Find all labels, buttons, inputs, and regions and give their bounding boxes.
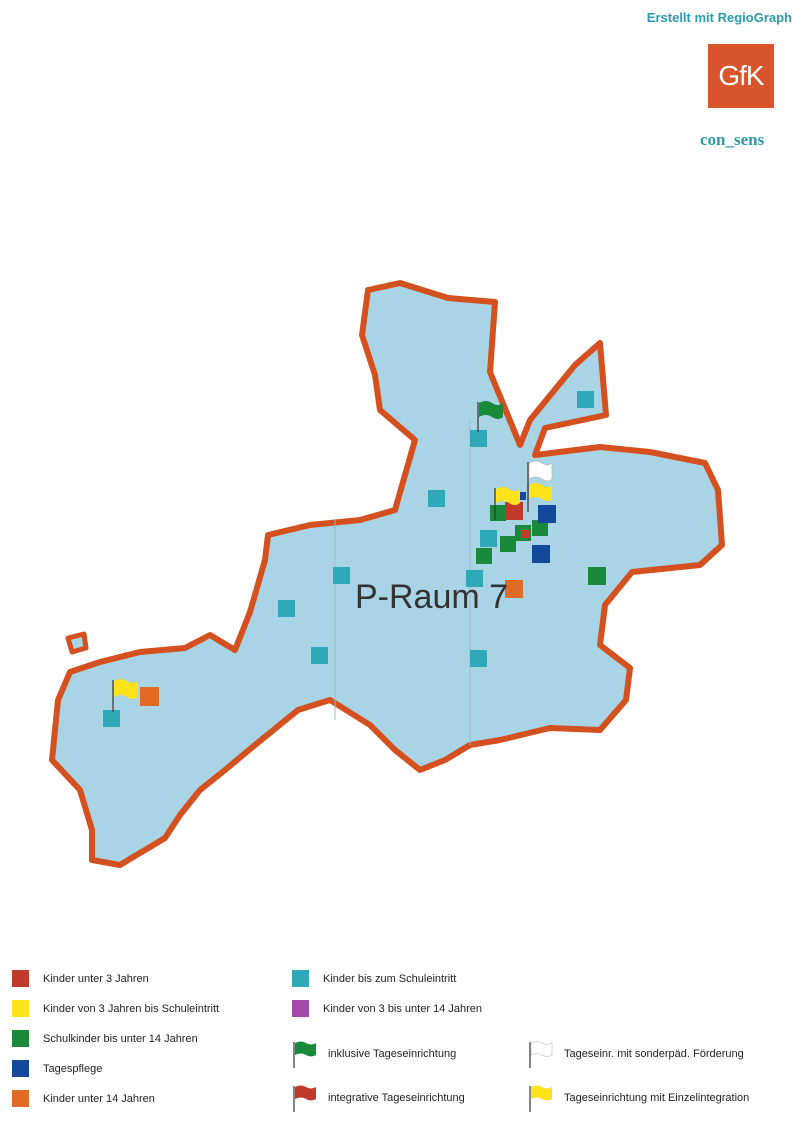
region-outline: [49, 280, 725, 868]
marker-kinder-u3: [505, 502, 523, 520]
legend-label: Kinder von 3 bis unter 14 Jahren: [323, 1002, 482, 1015]
marker-schulkinder: [532, 520, 548, 536]
marker-kinder-bis-schule: [311, 647, 328, 664]
legend-label: Tageseinrichtung mit Einzelintegration: [564, 1092, 750, 1104]
legend-swatch: [12, 1030, 29, 1047]
marker-tagespflege: [518, 492, 526, 500]
legend-label: Kinder unter 3 Jahren: [43, 972, 149, 985]
legend-label: Kinder von 3 Jahren bis Schuleintritt: [43, 1002, 220, 1015]
marker-tagespflege: [538, 505, 556, 523]
marker-kinder-bis-schule: [480, 530, 497, 547]
legend: Kinder unter 3 Jahren Kinder von 3 Jahre…: [0, 960, 792, 1124]
flag-einzelintegration: [527, 483, 552, 512]
legend-label: Schulkinder bis unter 14 Jahren: [43, 1032, 198, 1045]
inklusive-flag-icon: [293, 1041, 316, 1068]
flag-einzelintegration: [112, 679, 138, 712]
legend-label: Tagespflege: [43, 1062, 103, 1075]
legend-swatch: [292, 1000, 309, 1017]
region-map: P-Raum 7: [49, 280, 725, 868]
marker-kinder-bis-schule: [466, 570, 483, 587]
marker-schulkinder: [476, 548, 492, 564]
legend-item-einzelintegration: Tageseinrichtung mit Einzelintegration: [528, 1084, 749, 1112]
legend-item-kinder-3-schule: Kinder von 3 Jahren bis Schuleintritt: [12, 1000, 219, 1017]
legend-item-kinder-u3: Kinder unter 3 Jahren: [12, 970, 149, 987]
legend-item-kinder-bis-schule: Kinder bis zum Schuleintritt: [292, 970, 456, 987]
legend-item-integrative: integrative Tageseinrichtung: [292, 1084, 465, 1112]
marker-kinder-bis-schule: [278, 600, 295, 617]
marker-schulkinder: [588, 567, 606, 585]
marker-tagespflege: [532, 545, 550, 563]
legend-item-kinder-3-14: Kinder von 3 bis unter 14 Jahren: [292, 1000, 482, 1017]
legend-label: integrative Tageseinrichtung: [328, 1092, 465, 1104]
einzelintegration-flag-icon: [529, 1085, 552, 1112]
marker-kinder-bis-schule: [577, 391, 594, 408]
gfk-logo: GfK: [708, 44, 774, 108]
legend-swatch: [12, 1060, 29, 1077]
legend-label: inklusive Tageseinrichtung: [328, 1048, 457, 1060]
region-label: P-Raum 7: [355, 578, 508, 616]
legend-label: Tageseinr. mit sonderpäd. Förderung: [564, 1048, 744, 1060]
marker-schulkinder: [500, 536, 516, 552]
flag-inklusive: [477, 401, 503, 432]
marker-kinder-bis-schule: [428, 490, 445, 507]
marker-kinder-bis-schule: [470, 430, 487, 447]
legend-item-tagespflege: Tagespflege: [12, 1060, 102, 1077]
marker-kinder-u14: [505, 580, 523, 598]
marker-kinder-u14: [140, 687, 159, 706]
flag-einzelintegration: [494, 487, 520, 520]
marker-kinder-bis-schule: [470, 650, 487, 667]
legend-item-kinder-u14: Kinder unter 14 Jahren: [12, 1090, 155, 1107]
legend-item-schulkinder: Schulkinder bis unter 14 Jahren: [12, 1030, 198, 1047]
legend-swatch: [12, 970, 29, 987]
marker-kinder-bis-schule: [333, 567, 350, 584]
legend-swatch: [12, 1090, 29, 1107]
sonderpaed-flag-icon: [529, 1041, 553, 1068]
marker-kinder-bis-schule: [103, 710, 120, 727]
region-islet: [65, 631, 89, 655]
legend-item-inklusive: inklusive Tageseinrichtung: [292, 1040, 456, 1068]
marker-kinder-u3: [522, 530, 530, 538]
consens-label: con_sens: [700, 130, 765, 149]
legend-label: Kinder bis zum Schuleintritt: [323, 972, 457, 985]
legend-swatch: [12, 1000, 29, 1017]
integrative-flag-icon: [293, 1085, 316, 1112]
marker-schulkinder: [490, 505, 506, 521]
legend-item-sonderpaed: Tageseinr. mit sonderpäd. Förderung: [528, 1040, 744, 1068]
legend-label: Kinder unter 14 Jahren: [43, 1092, 155, 1105]
regiograph-credit: Erstellt mit RegioGraph: [646, 10, 792, 25]
legend-swatch: [292, 970, 309, 987]
